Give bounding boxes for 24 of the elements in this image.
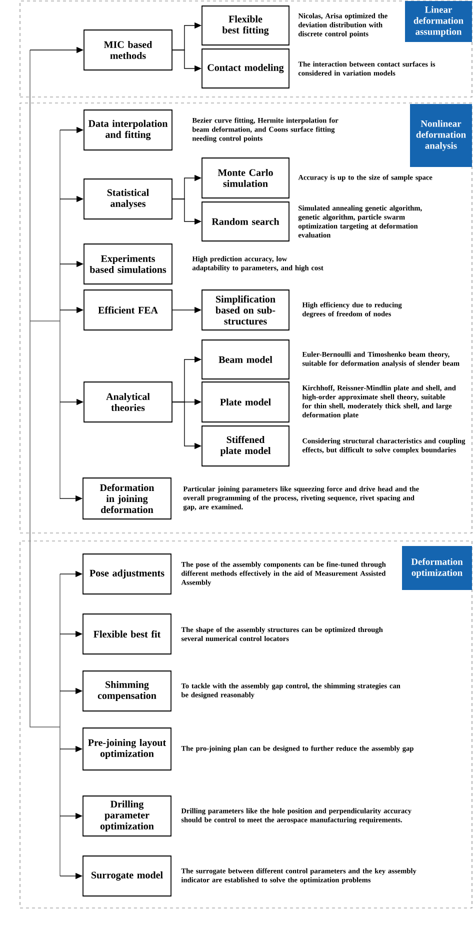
process-box: Deformation in joining deformation bbox=[82, 478, 172, 520]
process-box: Surrogate model bbox=[82, 856, 172, 896]
process-box: Pre-joining layout optimization bbox=[82, 728, 172, 770]
process-box: Efficient FEA bbox=[84, 290, 172, 330]
process-box: Statistical analyses bbox=[84, 178, 172, 220]
process-box: Flexible best fitting bbox=[202, 6, 290, 46]
section-label: Linear deformation assumption bbox=[405, 1, 472, 42]
section-label: Nonlinear deformation analysis bbox=[410, 104, 472, 167]
process-box: Data interpolation and fitting bbox=[84, 110, 172, 150]
process-box: Stiffened plate model bbox=[202, 426, 290, 466]
process-box: Flexible best fit bbox=[82, 614, 172, 654]
process-box: Beam model bbox=[202, 340, 290, 380]
process-box: Monte Carlo simulation bbox=[202, 158, 290, 198]
process-box: Simplification based on sub-structures bbox=[202, 290, 290, 330]
process-box: Experiments based simulations bbox=[84, 244, 172, 284]
process-box: Plate model bbox=[202, 382, 290, 422]
process-box: Shimming compensation bbox=[82, 670, 172, 712]
process-box: Analytical theories bbox=[84, 382, 172, 422]
section-label: Deformation optimization bbox=[402, 546, 472, 590]
process-box: Pose adjustments bbox=[82, 554, 172, 594]
process-box: MIC based methods bbox=[84, 30, 172, 70]
process-box: Drilling parameter optimization bbox=[82, 796, 172, 836]
process-box: Contact modeling bbox=[202, 48, 290, 88]
process-box: Random search bbox=[202, 202, 290, 242]
